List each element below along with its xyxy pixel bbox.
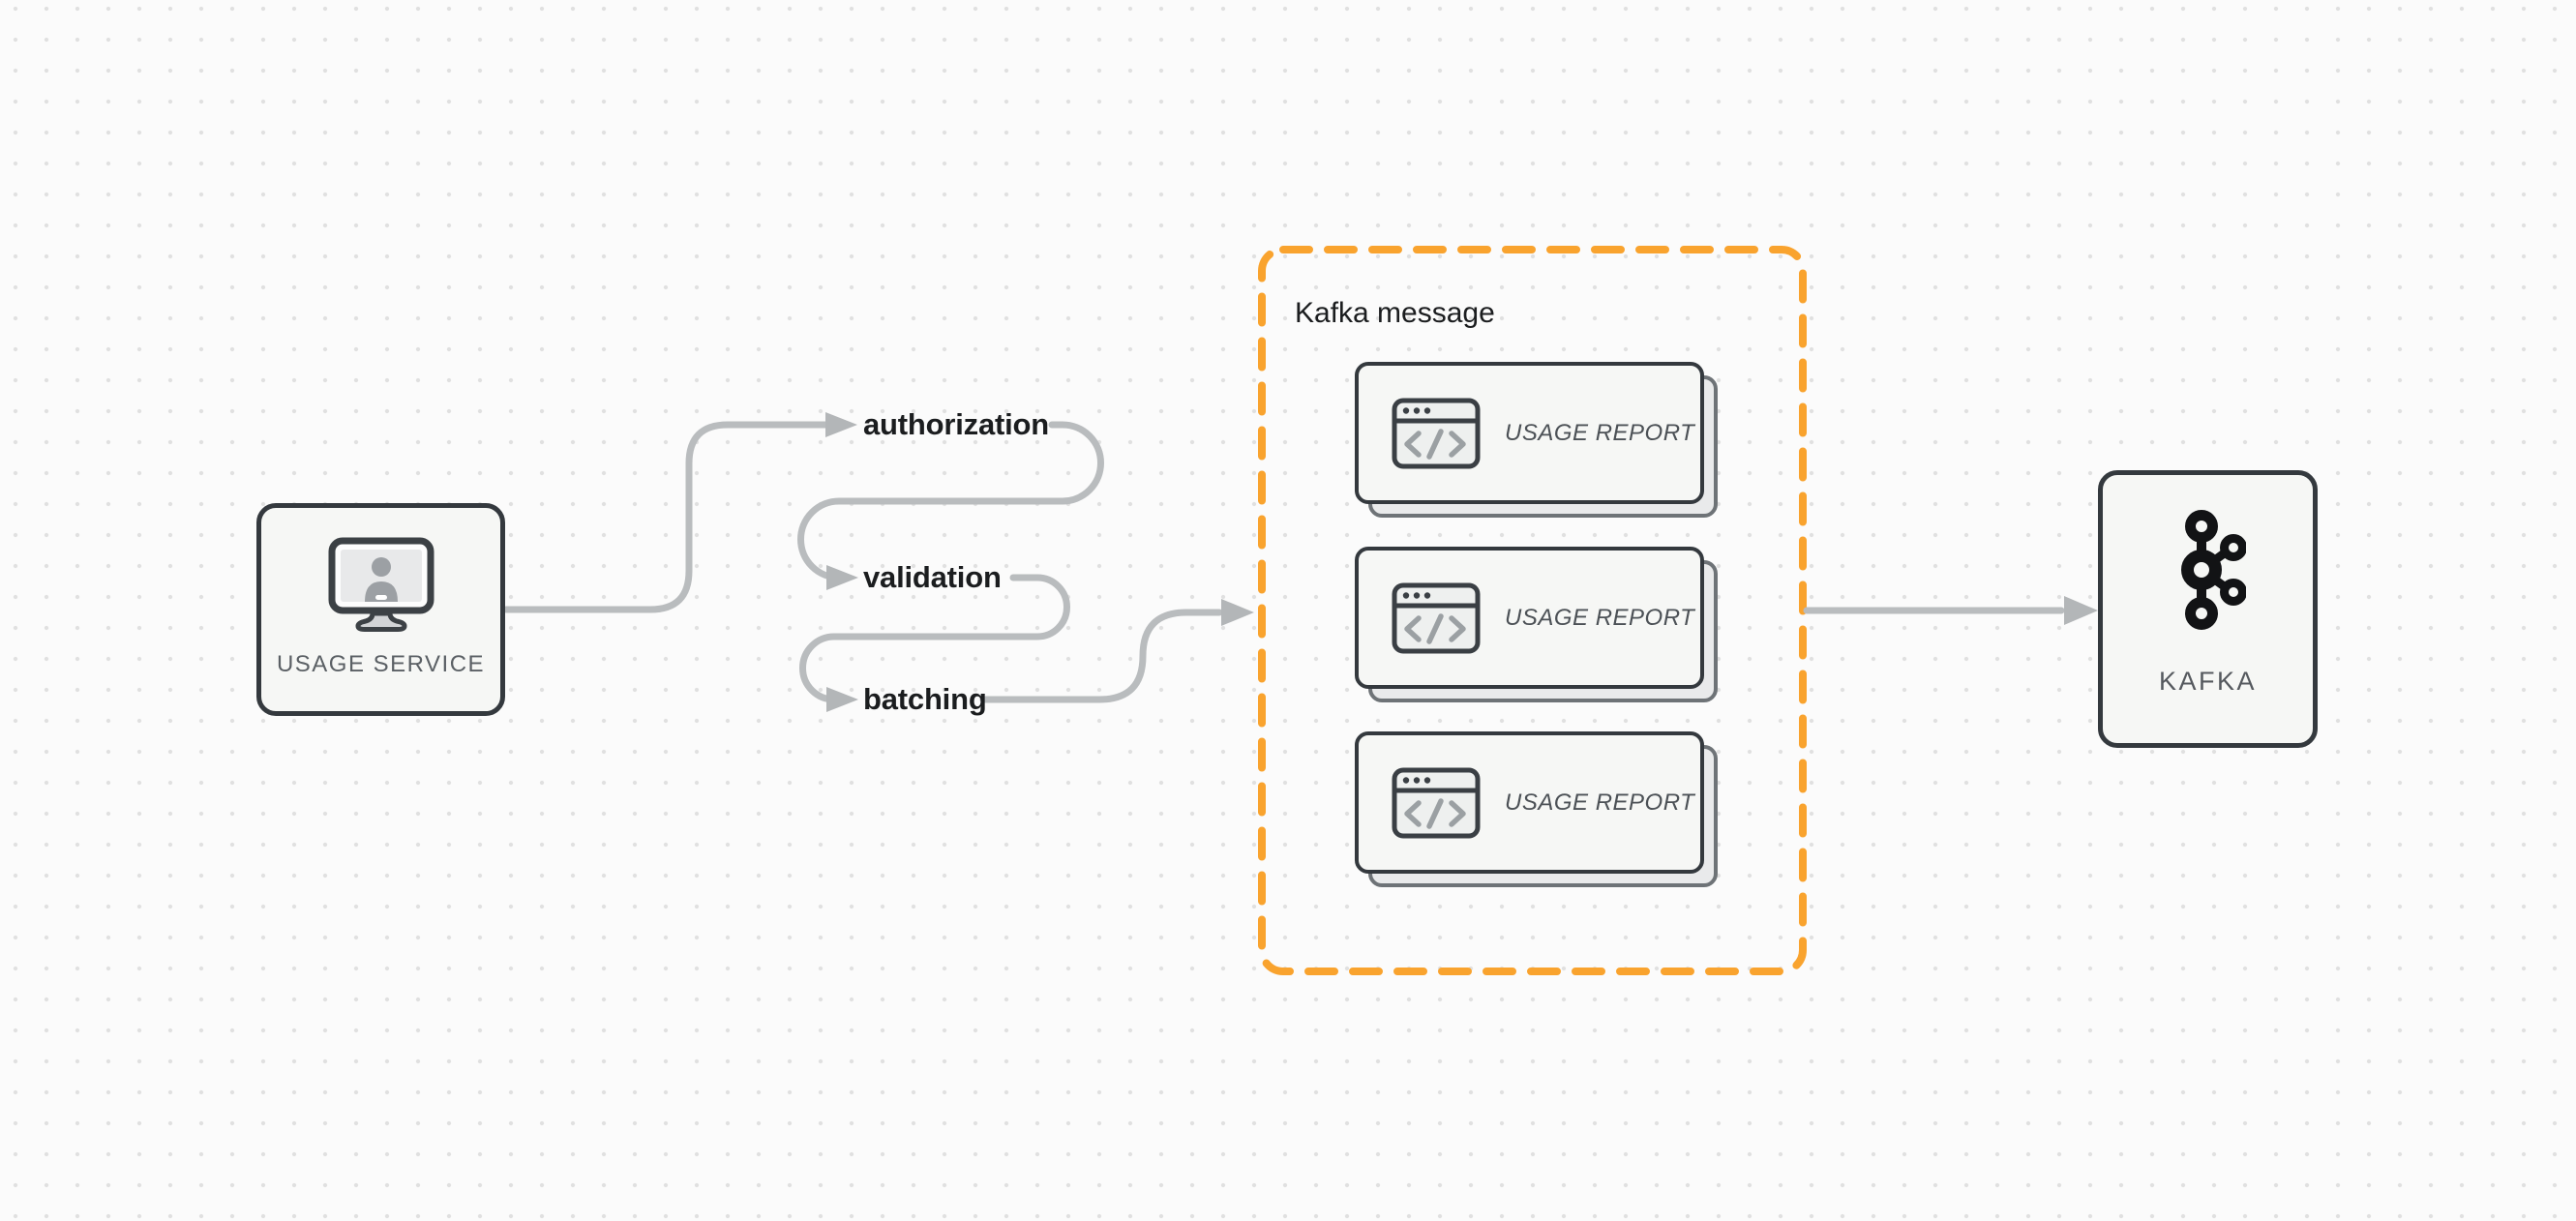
usage-report-card-face: USAGE REPORT [1355,547,1704,689]
pipeline-step-batching: batching [863,682,987,716]
kafka-message-group-title: Kafka message [1295,297,1495,329]
usage-report-label: USAGE REPORT [1505,604,1695,631]
connector-usage-to-authorization [502,421,832,613]
usage-report-card: USAGE REPORT [1355,731,1718,887]
usage-report-label: USAGE REPORT [1505,419,1695,446]
connector-batching-to-group [979,609,1223,703]
usage-report-card-face: USAGE REPORT [1355,731,1704,874]
code-window-icon [1392,582,1481,653]
kafka-icon [2180,510,2246,630]
pipeline-step-authorization: authorization [863,407,1049,441]
pipeline-step-validation: validation [863,560,1002,594]
code-window-icon [1392,767,1481,838]
usage-report-card: USAGE REPORT [1355,362,1718,518]
kafka-label: KAFKA [2158,667,2258,696]
user-monitor-icon [328,537,434,632]
arrowhead-validation [826,565,858,590]
arrowhead-batching [826,687,858,712]
code-window-icon [1392,398,1481,468]
usage-report-label: USAGE REPORT [1505,789,1695,816]
arrowhead-authorization [825,412,857,437]
usage-report-card-face: USAGE REPORT [1355,362,1704,504]
arrowhead-kafka [2064,596,2098,625]
usage-service-label: USAGE SERVICE [276,651,486,677]
node-usage-service: USAGE SERVICE [256,503,505,716]
node-kafka: KAFKA [2098,470,2318,748]
arrowhead-group [1221,599,1254,626]
usage-report-card: USAGE REPORT [1355,547,1718,702]
connector-authorization-to-validation [797,421,1104,581]
